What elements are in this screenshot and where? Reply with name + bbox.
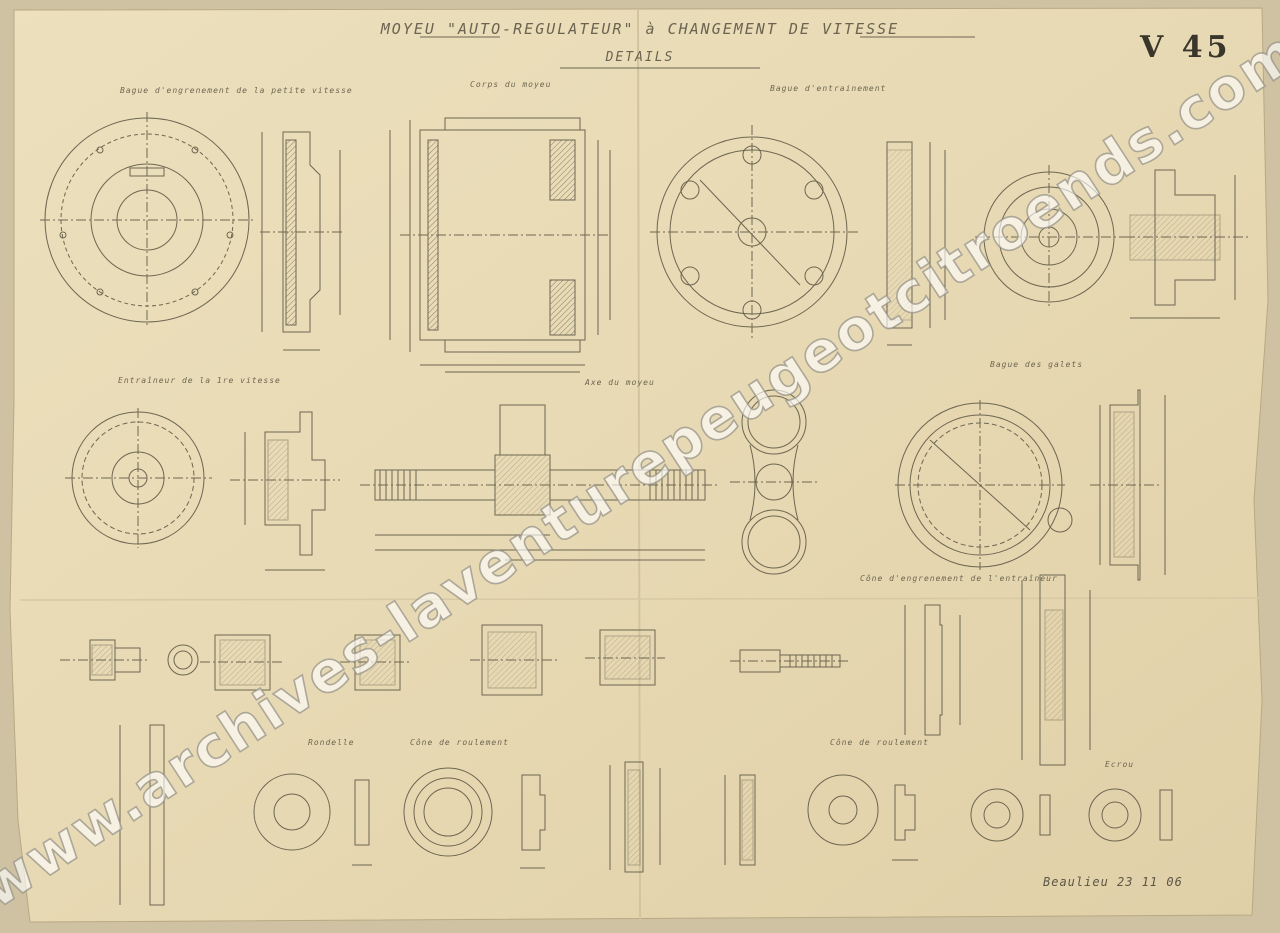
label-bague-1: Bague d'engrenement de la petite vitesse (120, 86, 353, 95)
label-corps: Corps du moyeu (470, 80, 552, 89)
cone-3-views (807, 774, 918, 861)
ecrou-views (1088, 788, 1173, 842)
pignon-conique-view (340, 634, 410, 691)
galet-holder-view (730, 389, 820, 575)
rondelle-view (253, 773, 372, 866)
cuvette-view (585, 629, 665, 686)
axe-moyeu-view (360, 404, 720, 561)
label-cone-1: Cône d'engrenement de l'entraîneur (860, 574, 1058, 583)
bague-entrainement-side-view (886, 141, 946, 346)
label-rondelle: Rondelle (308, 738, 355, 747)
label-cone-3: Cône de roulement (830, 738, 929, 747)
label-cone-2: Cône de roulement (410, 738, 509, 747)
part-4-section-view (1125, 169, 1250, 319)
bague-galets-front-view (895, 400, 1073, 570)
date-stamp: Beaulieu 23 11 06 (1043, 875, 1183, 889)
bague-entrainement-front-view (650, 125, 860, 340)
entraineur-section-view (230, 411, 340, 571)
label-ecrou: Ecrou (1105, 760, 1135, 769)
rondelle-2-views (970, 788, 1051, 842)
fold-line (637, 9, 641, 921)
part-4-front-view (975, 165, 1125, 308)
corps-moyeu-section-view (389, 117, 611, 373)
label-axe: Axe du moyeu (585, 378, 655, 387)
bague-galets-section-view (1090, 389, 1166, 581)
fold-line (19, 597, 1261, 601)
cone-side-section-view (1021, 574, 1091, 766)
cone-roulement-section-view (724, 774, 756, 866)
bague-1-section-view (260, 131, 345, 351)
pignon-reducteur-view (470, 624, 560, 696)
pignon-droit-view (200, 634, 285, 691)
cone-1-section-view (904, 604, 961, 736)
bague-cuvette-section-view (609, 761, 661, 873)
drawing-subtitle: DETAILS (605, 50, 675, 65)
bague-5-view (119, 724, 165, 906)
label-bague-3: Bague des galets (990, 360, 1084, 369)
entraineur-front-view (65, 408, 212, 548)
cone-2-views (403, 767, 546, 869)
plate-number: V 45 (1140, 30, 1232, 65)
axe-galet-view (730, 649, 850, 673)
pignon-satellite-view (60, 639, 199, 681)
bague-1-front-view (40, 112, 255, 328)
drawing-title: MOYEU "AUTO-REGULATEUR" à CHANGEMENT DE … (380, 20, 900, 38)
label-entraineur: Entraîneur de la 1re vitesse (118, 376, 281, 385)
label-bague-2: Bague d'entrainement (770, 84, 887, 93)
